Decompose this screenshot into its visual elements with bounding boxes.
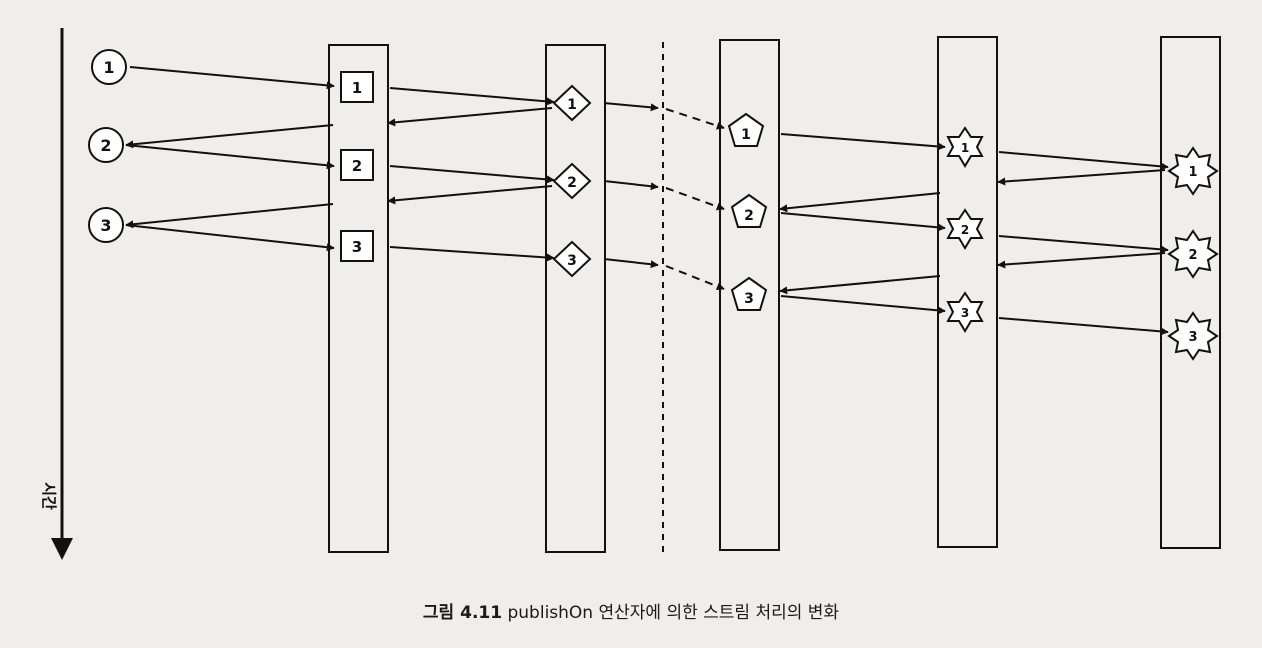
svg-text:3: 3 xyxy=(352,238,362,256)
svg-text:2: 2 xyxy=(1188,248,1197,263)
stage3-pentagon-3: 3 xyxy=(730,276,768,311)
stage5-burst-3: 3 xyxy=(1167,311,1219,361)
stage4-star-2: 2 xyxy=(946,208,984,250)
svg-text:3: 3 xyxy=(744,291,754,307)
stage4-column xyxy=(937,36,998,548)
svg-text:1: 1 xyxy=(961,141,969,155)
svg-text:1: 1 xyxy=(1188,165,1197,180)
svg-text:1: 1 xyxy=(567,97,577,113)
svg-text:2: 2 xyxy=(352,157,362,175)
time-axis-label: 시간 xyxy=(40,482,58,510)
stage2-diamond-3: 3 xyxy=(552,240,592,278)
stage5-column xyxy=(1160,36,1221,549)
stage3-column xyxy=(719,39,780,551)
stage1-square-2: 2 xyxy=(340,149,374,181)
source-element-3: 3 xyxy=(88,207,124,243)
svg-text:2: 2 xyxy=(744,208,754,224)
svg-text:3: 3 xyxy=(100,216,111,235)
stage3-pentagon-1: 1 xyxy=(727,112,765,147)
figure-number: 그림 4.11 xyxy=(422,603,503,623)
source-element-2: 2 xyxy=(88,127,124,163)
svg-text:1: 1 xyxy=(103,58,114,77)
svg-text:2: 2 xyxy=(100,136,111,155)
svg-text:2: 2 xyxy=(567,175,577,191)
svg-text:3: 3 xyxy=(567,253,577,269)
stage2-column xyxy=(545,44,606,553)
figure-caption-text: publishOn 연산자에 의한 스트림 처리의 변화 xyxy=(507,603,840,623)
source-element-1: 1 xyxy=(91,49,127,85)
stage5-burst-1: 1 xyxy=(1167,146,1219,196)
stage3-pentagon-2: 2 xyxy=(730,193,768,228)
svg-text:1: 1 xyxy=(741,127,751,143)
arrows xyxy=(125,66,1169,336)
time-axis-arrowhead xyxy=(51,538,73,560)
stage1-column xyxy=(328,44,389,553)
stage4-star-1: 1 xyxy=(946,126,984,168)
svg-text:3: 3 xyxy=(1188,330,1197,345)
svg-text:3: 3 xyxy=(961,306,969,320)
svg-text:1: 1 xyxy=(352,79,362,97)
stage2-diamond-2: 2 xyxy=(552,162,592,200)
stage4-star-3: 3 xyxy=(946,291,984,333)
stage5-burst-2: 2 xyxy=(1167,229,1219,279)
stage1-square-1: 1 xyxy=(340,71,374,103)
stage1-square-3: 3 xyxy=(340,230,374,262)
stage2-diamond-1: 1 xyxy=(552,84,592,122)
svg-text:2: 2 xyxy=(961,223,969,237)
figure-caption: 그림 4.11 publishOn 연산자에 의한 스트림 처리의 변화 xyxy=(0,598,1262,623)
